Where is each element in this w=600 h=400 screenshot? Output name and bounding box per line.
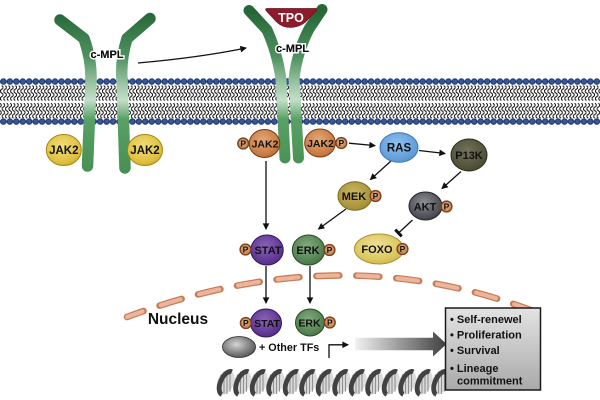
svg-text:P: P bbox=[243, 318, 249, 328]
svg-text:JAK2: JAK2 bbox=[252, 139, 279, 151]
svg-text:JAK2: JAK2 bbox=[49, 145, 78, 157]
svg-text:STAT: STAT bbox=[254, 318, 280, 330]
svg-text:P: P bbox=[240, 139, 246, 149]
svg-text:c-MPL: c-MPL bbox=[276, 43, 309, 55]
svg-text:P: P bbox=[400, 244, 406, 254]
svg-text:ERK: ERK bbox=[298, 318, 321, 330]
svg-text:Nucleus: Nucleus bbox=[148, 311, 208, 328]
svg-text:commitment: commitment bbox=[457, 376, 523, 388]
svg-text:MEK: MEK bbox=[342, 191, 367, 203]
svg-text:P: P bbox=[243, 245, 249, 255]
svg-text:c-MPL: c-MPL bbox=[276, 43, 309, 55]
svg-text:P: P bbox=[327, 318, 333, 328]
svg-text:c-MPL: c-MPL bbox=[91, 49, 124, 61]
svg-text:ERK: ERK bbox=[296, 245, 319, 257]
svg-text:c-MPL: c-MPL bbox=[91, 49, 124, 61]
svg-text:P: P bbox=[338, 138, 344, 148]
svg-text:• Self-renewel: • Self-renewel bbox=[450, 314, 522, 326]
svg-text:P13K: P13K bbox=[455, 150, 483, 162]
svg-text:TPO: TPO bbox=[278, 11, 304, 25]
svg-text:JAK2: JAK2 bbox=[130, 145, 159, 157]
svg-text:JAK2: JAK2 bbox=[307, 138, 334, 150]
svg-text:P: P bbox=[327, 245, 333, 255]
svg-text:FOXO: FOXO bbox=[361, 244, 393, 256]
svg-text:+ Other TFs: + Other TFs bbox=[259, 342, 319, 354]
svg-text:• Survival: • Survival bbox=[450, 345, 500, 357]
svg-text:RAS: RAS bbox=[387, 143, 412, 155]
svg-text:P: P bbox=[373, 191, 379, 201]
svg-text:P: P bbox=[444, 202, 450, 212]
svg-text:AKT: AKT bbox=[414, 202, 437, 214]
svg-text:• Lineage: • Lineage bbox=[450, 363, 498, 375]
svg-text:• Proliferation: • Proliferation bbox=[450, 330, 522, 342]
svg-text:STAT: STAT bbox=[254, 245, 281, 257]
